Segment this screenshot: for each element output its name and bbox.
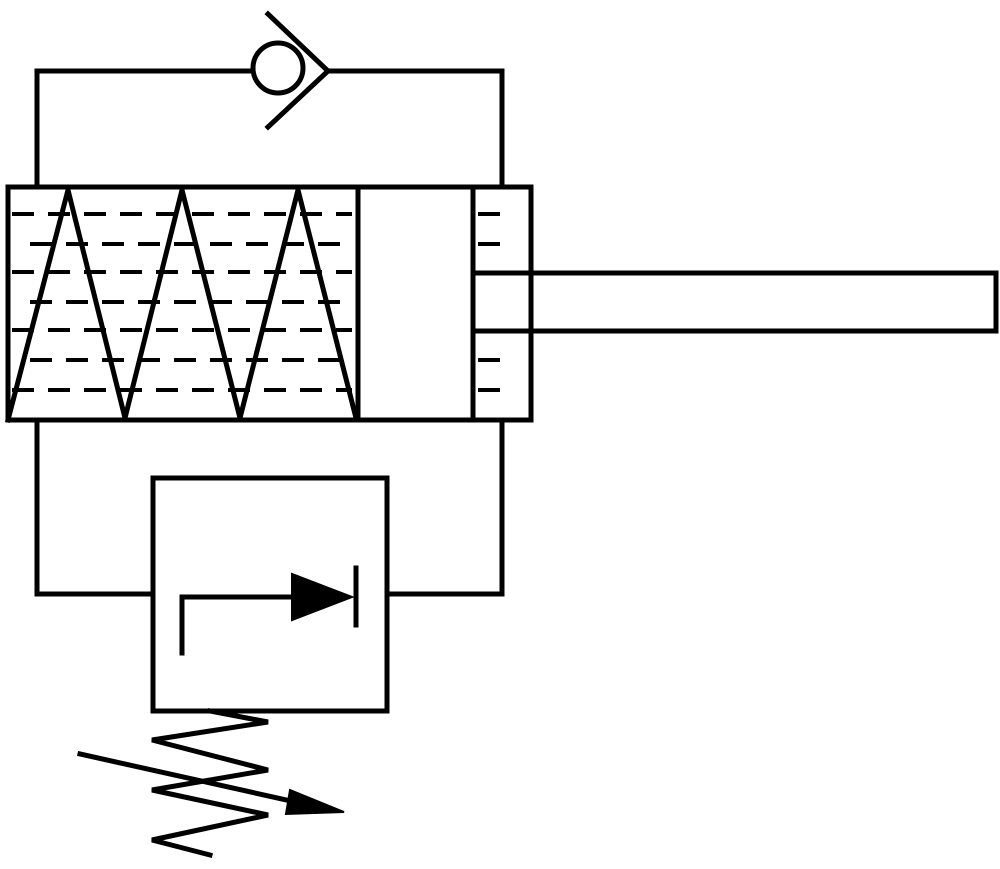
- adjustment-arrow: [77, 751, 345, 816]
- internal-spring: [4, 189, 360, 424]
- adjustable-spring: [151, 708, 269, 859]
- fluid-hatching-left-chamber: [12, 212, 352, 392]
- top-hydraulic-line: [34, 68, 505, 190]
- valve-flow-arrow: [179, 565, 359, 656]
- fluid-hatching-rod-chamber: [478, 212, 500, 392]
- check-valve-symbol: [250, 10, 332, 131]
- pressure-valve-box: [150, 475, 390, 714]
- piston-rod: [470, 270, 999, 334]
- bottom-hydraulic-line: [34, 417, 505, 597]
